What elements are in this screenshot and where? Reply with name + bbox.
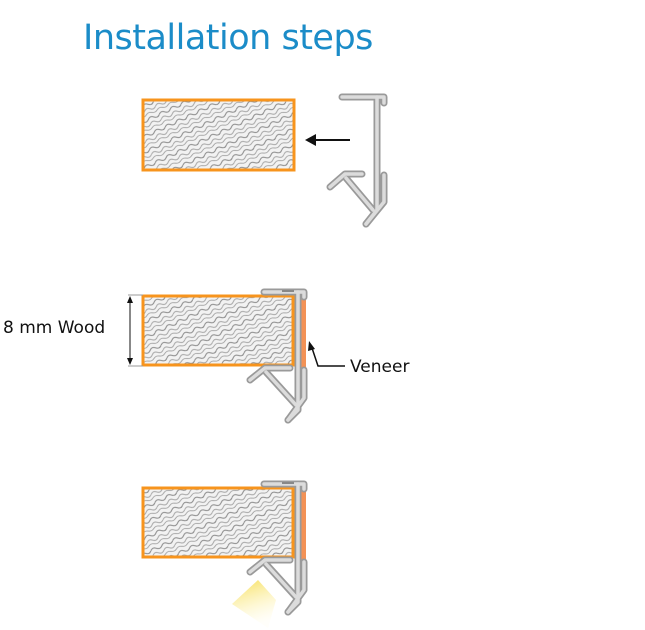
step-1: [141, 93, 388, 228]
wood-thickness-label: 8 mm Wood: [3, 318, 106, 338]
veneer-strip: [299, 297, 306, 368]
veneer-leader-arrow: [308, 341, 345, 367]
wood-panel: [141, 294, 295, 367]
light-beam: [232, 580, 276, 628]
veneer-strip: [299, 489, 306, 560]
step-3: [141, 482, 306, 628]
aluminium-profile: [326, 93, 388, 228]
step-2: [127, 290, 345, 420]
dimension-marker: [127, 294, 143, 367]
wood-panel: [141, 486, 295, 559]
page-title: Installation steps: [83, 18, 373, 58]
wood-panel: [141, 98, 296, 172]
veneer-label: Veneer: [350, 357, 410, 377]
arrow-left-icon: [305, 134, 350, 146]
